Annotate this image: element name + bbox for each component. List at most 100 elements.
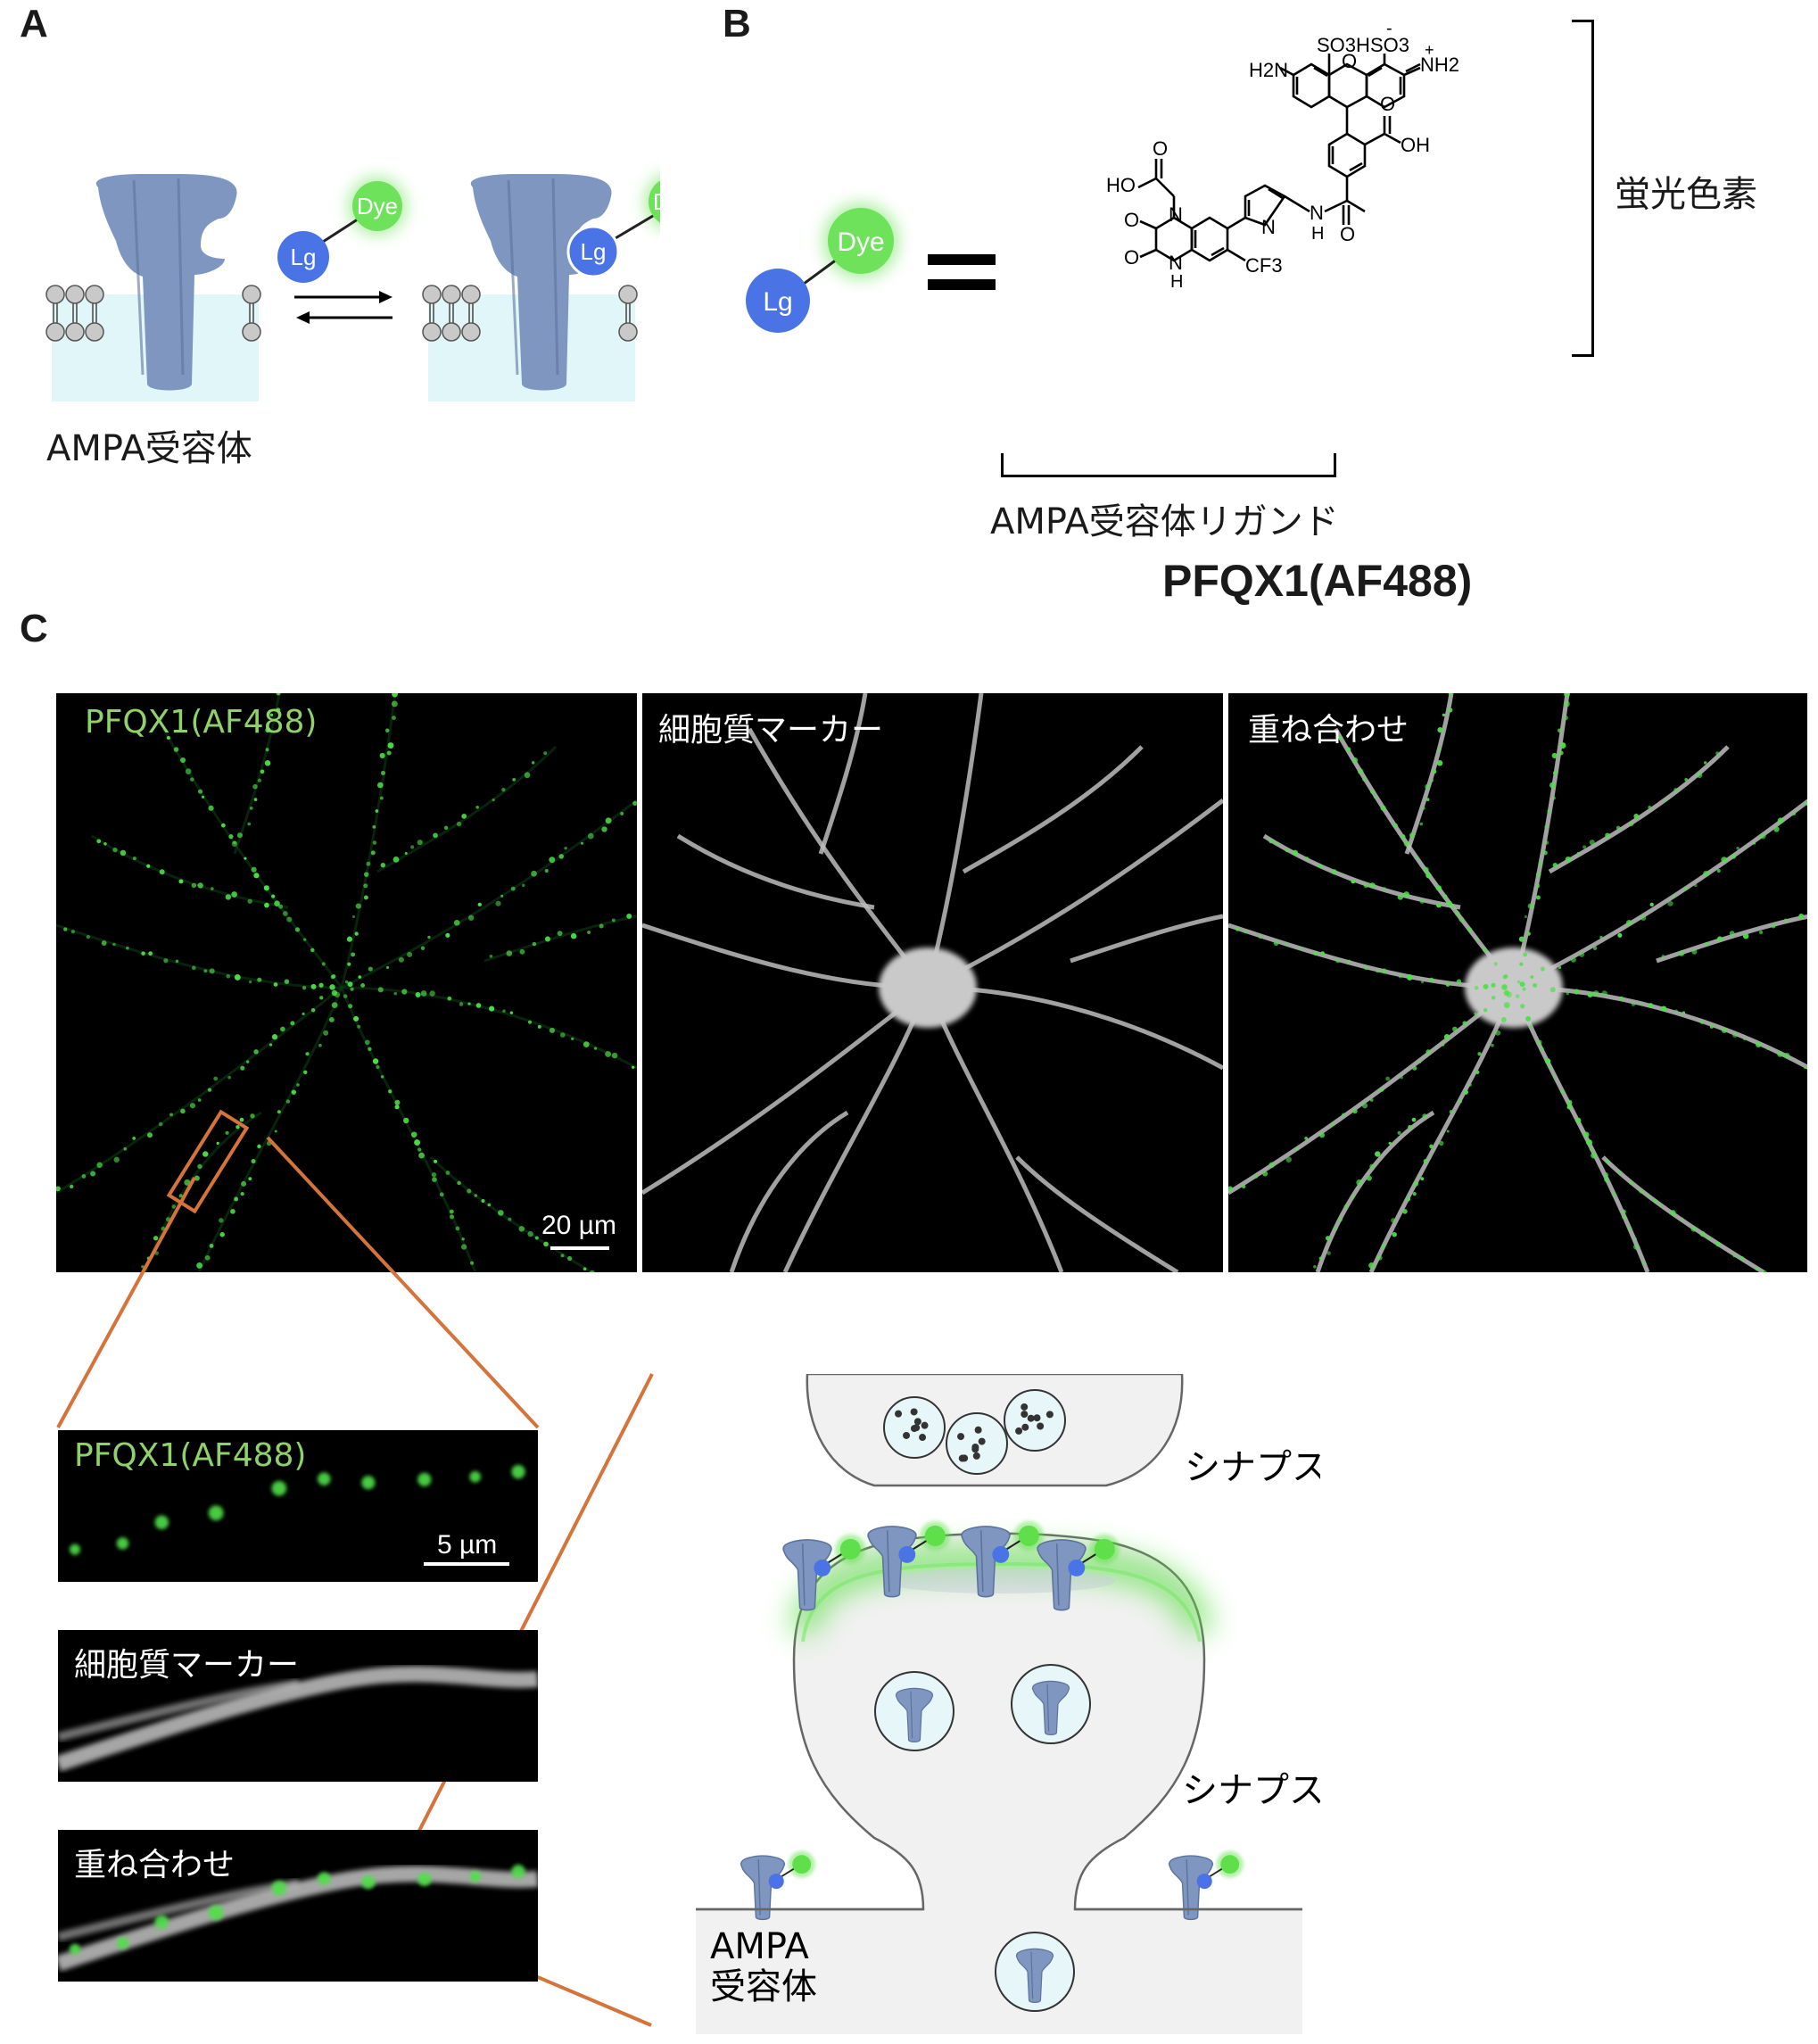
ampa-puncta [1369, 882, 1376, 889]
ampa-puncta [417, 1872, 432, 1886]
ampa-puncta [350, 987, 354, 991]
neurotransmitter [957, 1433, 965, 1441]
ampa-puncta [393, 856, 400, 863]
dendrite [376, 745, 558, 873]
atom-nh2: NH2 [1420, 54, 1459, 76]
ampa-puncta [1363, 882, 1369, 889]
ampa-puncta [1587, 992, 1593, 998]
ampa-puncta [1558, 965, 1562, 970]
ampa-puncta [1351, 879, 1356, 884]
ampa-puncta [1703, 870, 1709, 877]
ampa-puncta [460, 1244, 467, 1250]
ampa-puncta [146, 1132, 153, 1138]
ampa-puncta [1304, 856, 1309, 861]
ampa-puncta [1492, 996, 1496, 1000]
ampa-receptor [782, 1534, 866, 1611]
ampa-puncta [347, 981, 353, 988]
ampa-puncta [417, 1472, 432, 1486]
ampa-puncta [1318, 1132, 1325, 1138]
lipid-head [442, 285, 461, 304]
ampa-puncta [394, 1099, 401, 1105]
ampa-receptor [867, 1520, 951, 1598]
ampa-puncta [1542, 850, 1548, 856]
ampa-puncta [1405, 840, 1409, 845]
ampa-puncta [1425, 1049, 1431, 1055]
ampa-puncta [1703, 761, 1707, 765]
ampa-puncta [1493, 962, 1498, 966]
ampa-puncta [544, 936, 550, 942]
ampa-puncta [1533, 983, 1538, 988]
ampa-puncta [477, 902, 482, 907]
atom-h-amide: H [1311, 224, 1324, 244]
ampa-puncta [1483, 1007, 1488, 1013]
ampa-puncta [1540, 966, 1545, 972]
ampa-puncta [355, 903, 361, 909]
ampa-puncta [511, 1864, 525, 1879]
ampa-puncta [158, 1121, 163, 1127]
ampa-puncta [1731, 1032, 1738, 1038]
atom-n-h: N [1169, 252, 1183, 274]
ampa-puncta [593, 1047, 598, 1050]
ampa-puncta [282, 911, 288, 916]
ampa-puncta [175, 959, 179, 964]
ampa-puncta [467, 1188, 472, 1194]
ampa-puncta [1629, 1180, 1633, 1186]
ampa-puncta [1592, 946, 1598, 951]
ampa-puncta [1548, 1064, 1552, 1070]
ampa-puncta [1379, 1088, 1384, 1092]
lipid-head [85, 285, 104, 304]
ampa-puncta [1742, 932, 1749, 939]
ampa-puncta [1674, 1009, 1678, 1014]
ampa-puncta [265, 748, 269, 752]
lipid-head [442, 322, 461, 342]
zoom-pfqx1-label: PFQX1(AF488) [74, 1437, 307, 1474]
ampa-puncta [583, 1267, 587, 1271]
ampa-puncta [1552, 1075, 1557, 1079]
ampa-puncta [1351, 1194, 1355, 1198]
zoom-merge: 重ね合わせ [58, 1830, 538, 1982]
ampa-puncta [459, 1002, 464, 1006]
ampa-puncta [247, 898, 252, 904]
ampa-puncta [415, 992, 421, 998]
ampa-puncta [1421, 806, 1425, 810]
ampa-puncta [363, 883, 368, 889]
ampa-puncta [531, 870, 537, 877]
ampa-puncta [191, 965, 196, 971]
ampa-puncta [1420, 1177, 1425, 1181]
ampa-puncta [1601, 990, 1607, 997]
ampa-puncta [489, 955, 493, 958]
ampa-puncta [291, 1089, 296, 1095]
ampa-puncta [1331, 869, 1337, 875]
ampa-puncta [209, 968, 215, 974]
ampa-puncta [159, 869, 165, 875]
ampa-puncta [605, 1050, 612, 1057]
ampa-puncta [1639, 1188, 1644, 1194]
scalebar-20um-label: 20 µm [541, 1211, 616, 1240]
ampa-puncta [1783, 1052, 1790, 1059]
ampa-puncta [1680, 1217, 1684, 1221]
ampa-puncta [116, 1537, 129, 1550]
ampa-puncta [447, 996, 452, 1001]
ampa-puncta [209, 1243, 214, 1248]
ampa-puncta [1338, 735, 1343, 740]
ampa-puncta [1409, 832, 1415, 839]
ampa-puncta [564, 847, 567, 850]
ampa-puncta [1369, 1098, 1374, 1102]
ampa-puncta [1535, 883, 1541, 889]
ampa-puncta [1313, 951, 1318, 956]
compound-name: PFQX1(AF488) [1162, 556, 1473, 606]
ampa-puncta [407, 951, 413, 957]
lipid-head [45, 285, 65, 304]
ampa-puncta [1445, 982, 1450, 987]
ampa-puncta [286, 916, 293, 923]
ampa-puncta [1696, 772, 1703, 779]
ligand [898, 1545, 916, 1563]
ampa-puncta [1462, 1021, 1467, 1026]
ampa-puncta [1443, 894, 1448, 898]
ampa-puncta [1544, 1058, 1551, 1064]
zoom-merge-canvas [58, 1864, 538, 1972]
ampa-puncta [379, 796, 384, 800]
ampa-puncta [1759, 930, 1764, 935]
ampa-puncta [251, 866, 257, 873]
ampa-puncta [1369, 789, 1376, 794]
